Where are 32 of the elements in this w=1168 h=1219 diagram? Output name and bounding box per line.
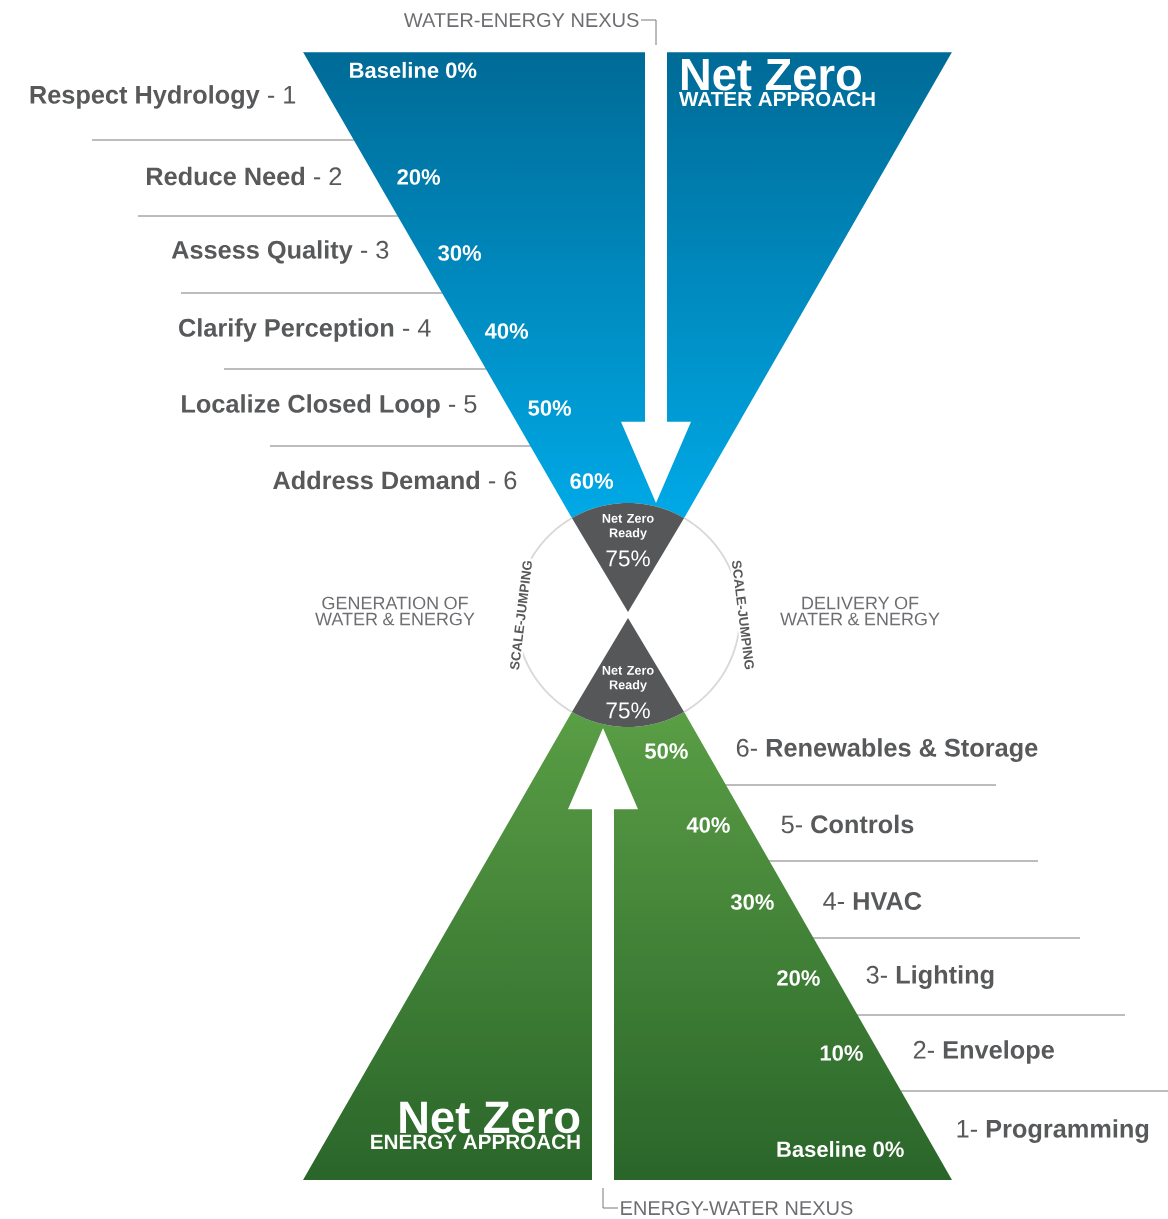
percent-label: Baseline 0% <box>350 61 477 79</box>
nexus-label: WATER-ENERGY NEXUS <box>403 12 639 28</box>
percent-label: 30% <box>438 245 482 261</box>
percent-label: 20% <box>777 970 820 986</box>
arc-label: SCALE-JUMPING <box>507 557 535 673</box>
row-label: Reduce Need - 2 <box>147 166 342 186</box>
row-label: 5- Controls <box>781 814 914 834</box>
arc-label: SCALE-JUMPING <box>729 557 757 673</box>
ready-triangle: Net Zero Ready 75% <box>571 618 685 727</box>
row-label: 4- HVAC <box>823 892 922 910</box>
ready-triangle: Net Zero Ready 75% <box>571 503 685 612</box>
row-label: 2- Envelope <box>913 1040 1054 1064</box>
percent-label: Baseline 0% <box>777 1140 904 1158</box>
row-label: 3- Lighting <box>866 965 994 989</box>
funnel: Net Zero WATER APPROACH <box>678 58 875 107</box>
row-label: Assess Quality - 3 <box>171 240 389 264</box>
row-label: Respect Hydrology - 1 <box>30 85 296 109</box>
row-label: Address Demand - 6 <box>273 470 517 490</box>
caption-text: GENERATION OF WATER & ENERGY <box>315 596 475 626</box>
caption-text: DELIVERY OF WATER & ENERGY <box>780 596 940 626</box>
percent-label: 40% <box>686 817 730 833</box>
percent-label: 10% <box>820 1045 863 1061</box>
percent-label: 40% <box>484 323 529 339</box>
nexus-label: ENERGY-WATER NEXUS <box>621 1200 853 1216</box>
row-label: 1- Programming <box>957 1119 1149 1143</box>
percent-label: 30% <box>730 894 774 910</box>
row-label: Localize Closed Loop - 5 <box>182 394 477 418</box>
percent-label: 50% <box>528 400 572 416</box>
row-label: Clarify Perception - 4 <box>179 318 431 342</box>
pyramid: Net Zero ENERGY APPROACH <box>371 1101 580 1150</box>
row-label: 6- Renewables & Storage <box>736 738 1038 762</box>
percent-label: 20% <box>397 169 441 185</box>
